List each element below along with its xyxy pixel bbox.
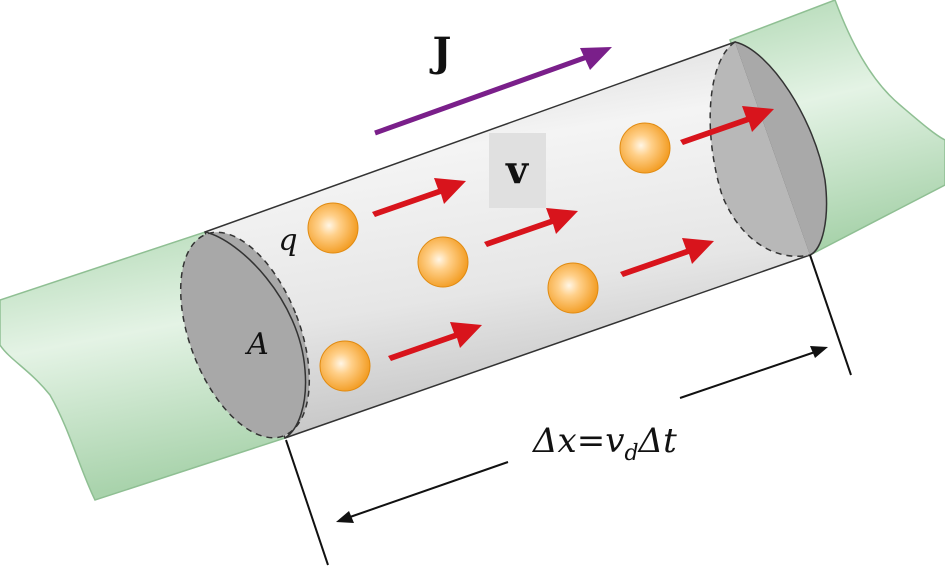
left-end-face-area — [179, 231, 311, 439]
right-end-face-hidden-edge — [709, 41, 811, 257]
velocity-label-box — [489, 133, 546, 208]
left-end-face-rim — [204, 231, 307, 439]
charges — [307, 122, 671, 392]
dimension-arrow-left — [349, 461, 509, 518]
current-density-arrowhead — [580, 47, 612, 70]
charge-particle — [619, 122, 671, 174]
charge-particle — [319, 340, 371, 392]
charge-particle — [417, 236, 469, 288]
current-density-arrow — [374, 50, 599, 136]
wire-right — [729, 0, 945, 257]
dimension-arrowhead-right — [810, 346, 828, 358]
dimension-arrowhead-left — [336, 511, 354, 523]
velocity-arrow — [372, 178, 466, 217]
velocity-arrow — [680, 106, 774, 145]
current-density-label: J — [430, 29, 452, 76]
length-dt: Δt — [637, 421, 678, 461]
velocity-arrows — [372, 106, 774, 361]
length-equation: Δx=vdΔt — [531, 421, 677, 466]
length-sub: d — [624, 441, 638, 466]
charge-label: q — [278, 223, 297, 258]
right-end-face — [734, 41, 828, 256]
charge-particle — [307, 202, 359, 254]
area-label: A — [244, 327, 269, 362]
dimension-tick-left — [285, 439, 329, 566]
charge-particle — [547, 262, 599, 314]
velocity-arrow — [484, 208, 578, 247]
velocity-label: v — [505, 147, 530, 192]
velocity-arrow — [388, 322, 482, 361]
length-v: v — [605, 421, 624, 461]
length-lhs: Δx — [531, 421, 577, 461]
velocity-arrow — [620, 238, 714, 277]
length-equals: = — [577, 421, 606, 461]
dimension-tick-right — [809, 254, 852, 376]
dimension-arrow-right — [679, 351, 816, 399]
